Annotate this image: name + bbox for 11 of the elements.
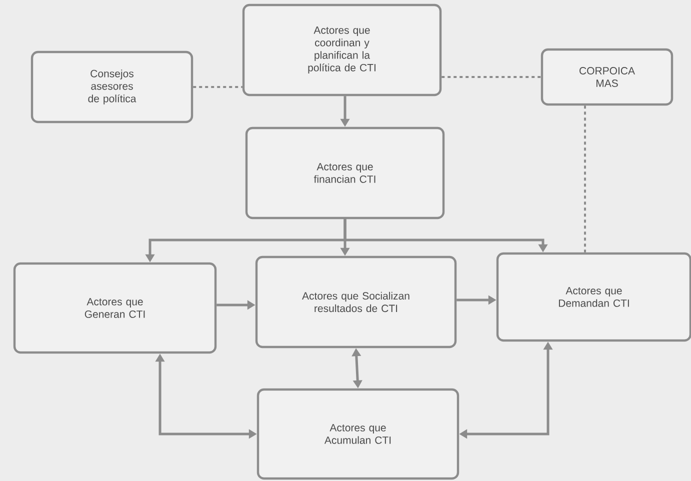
actor-box: Actores que coordinan y planifican la política de CTI [242,4,442,96]
dashed-line [442,76,541,78]
actor-box: Actores que Generan CTI [13,262,217,354]
actor-box: Actores que Acumulan CTI [256,388,460,480]
actor-box: Actores que financian CTI [245,126,445,220]
dashed-line [193,86,242,88]
actor-box: Actores que Socializan resultados de CTI [255,256,457,348]
actor-box: CORPOICA MAS [540,48,674,106]
dashed-line [584,106,586,252]
actor-box: Actores que Demandan CTI [496,252,691,342]
actor-box: Consejos asesores de política [30,50,194,124]
